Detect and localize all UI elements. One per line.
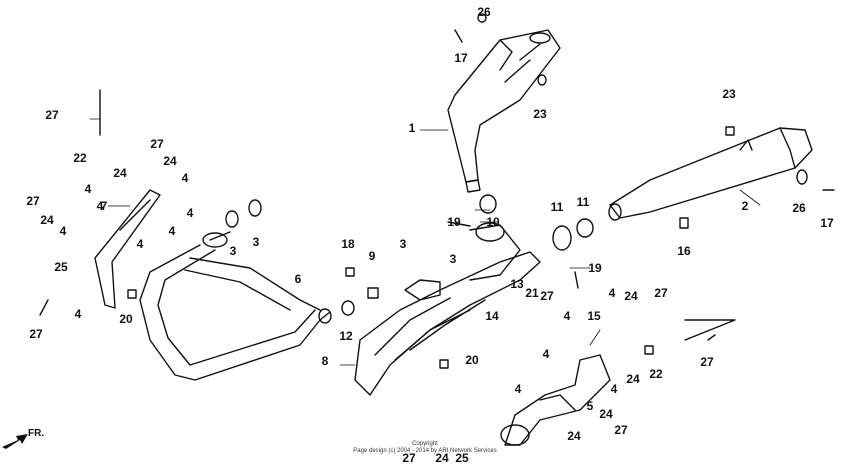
callout-label: 22: [73, 151, 87, 165]
callout-label: 27: [150, 137, 164, 151]
callout-label: 17: [820, 216, 834, 230]
front-arrow: FR.: [2, 428, 44, 449]
callout-label: 18: [341, 237, 355, 251]
callout-label: 22: [649, 367, 663, 381]
callout-label: 4: [609, 286, 616, 300]
lower-pipe: [500, 354, 611, 446]
callout-label: 24: [624, 289, 638, 303]
callout-label: 21: [525, 286, 539, 300]
callout-label: 9: [369, 249, 376, 263]
callout-label: 27: [614, 423, 628, 437]
callout-label: 4: [97, 199, 104, 213]
callout-label: 5: [587, 399, 594, 413]
callout-label: 27: [402, 451, 416, 465]
gaskets: [225, 13, 808, 316]
callout-label: 20: [119, 312, 133, 326]
exhaust-collector: [354, 222, 541, 396]
exhaust-pipes-left: [139, 231, 332, 381]
callout-label: 6: [295, 272, 302, 286]
callout-label: 27: [700, 355, 714, 369]
callout-label: 23: [722, 87, 736, 101]
callout-label: 24: [40, 213, 54, 227]
callout-label: 26: [477, 5, 491, 19]
callout-label: 23: [533, 107, 547, 121]
callout-label: 25: [54, 260, 68, 274]
callout-label: 17: [454, 51, 468, 65]
copyright-notice: Page design (c) 2004 - 2014 by ARI Netwo…: [353, 448, 496, 454]
callout-label: 4: [611, 382, 618, 396]
callout-label: 7: [101, 199, 108, 213]
callout-label: 8: [322, 354, 329, 368]
callout-label: 4: [543, 347, 550, 361]
callout-label: 24: [163, 154, 177, 168]
callout-label: 4: [85, 182, 92, 196]
frame-lines: [99, 89, 736, 341]
callout-label: 27: [29, 327, 43, 341]
muffler-right: [608, 127, 813, 221]
callout-label: 26: [792, 201, 806, 215]
callout-label: 25: [455, 451, 469, 465]
fasteners: [39, 29, 835, 369]
callout-label: 24: [626, 372, 640, 386]
callout-label: 24: [113, 166, 127, 180]
callout-label: 2: [742, 199, 749, 213]
callout-label: 3: [400, 237, 407, 251]
callout-label: 24: [435, 451, 449, 465]
bracket: [94, 189, 161, 309]
callout-label: 4: [182, 171, 189, 185]
callout-label: 19: [588, 261, 602, 275]
callout-label: 27: [654, 286, 668, 300]
callout-label: 27: [45, 108, 59, 122]
callout-label: 4: [75, 307, 82, 321]
callout-label: 11: [551, 200, 564, 214]
callout-label: 3: [450, 252, 457, 266]
front-arrow-label: FR.: [28, 428, 44, 439]
callout-label: 4: [564, 309, 571, 323]
callout-label: 4: [137, 237, 144, 251]
callout-label: 11: [577, 195, 590, 209]
callout-label: 24: [599, 407, 613, 421]
callout-label: 14: [485, 309, 499, 323]
callout-label: 15: [587, 309, 601, 323]
callout-label: 10: [486, 215, 500, 229]
callout-label: 27: [540, 289, 554, 303]
callout-label: 3: [230, 244, 237, 258]
callout-label: 3: [253, 235, 260, 249]
copyright-title: Copyright: [412, 441, 438, 447]
callout-label: 20: [465, 353, 479, 367]
callout-label: 4: [187, 206, 194, 220]
callout-label: 16: [677, 244, 691, 258]
callout-label: 1: [409, 121, 416, 135]
callout-label: 13: [510, 277, 524, 291]
callout-label: 4: [60, 224, 67, 238]
leader-lines: [89, 118, 761, 366]
callout-label: 28: [0, 0, 7, 3]
callout-label: 4: [169, 224, 176, 238]
callout-label: 12: [339, 329, 353, 343]
callout-label: 27: [26, 194, 40, 208]
muffler-upper: [447, 29, 561, 193]
callout-label: 4: [515, 382, 522, 396]
callout-label: 19: [447, 215, 461, 229]
callout-label: 24: [567, 429, 581, 443]
